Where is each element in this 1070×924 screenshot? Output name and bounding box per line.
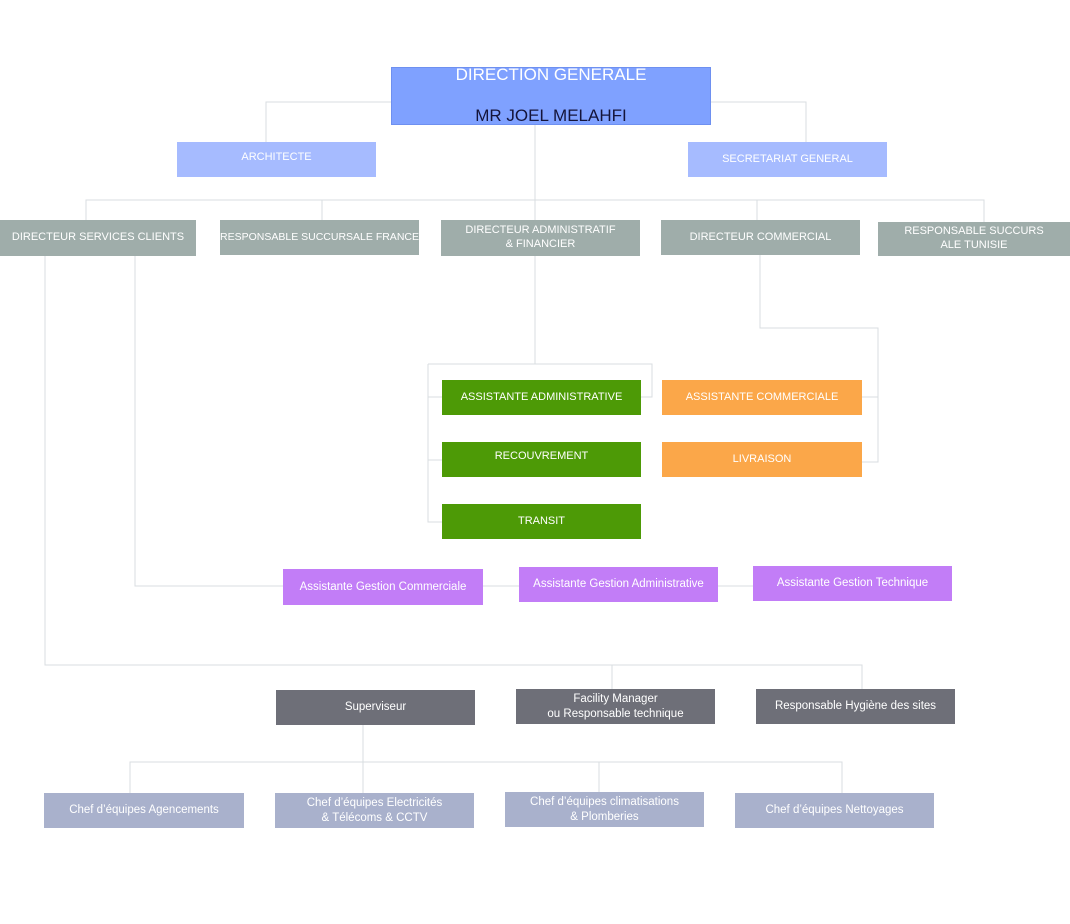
directeur-administratif-financier-box: DIRECTEUR ADMINISTRATIF & FINANCIER bbox=[441, 220, 640, 256]
recouvrement-box: RECOUVREMENT bbox=[442, 442, 641, 477]
directeur-commercial-box: DIRECTEUR COMMERCIAL bbox=[661, 220, 860, 255]
superviseur-box: Superviseur bbox=[276, 690, 475, 725]
responsable-hygiene-box: Responsable Hygiène des sites bbox=[756, 689, 955, 724]
assistante-gestion-commerciale-box: Assistante Gestion Commerciale bbox=[283, 569, 483, 605]
directeur-services-clients-box: DIRECTEUR SERVICES CLIENTS bbox=[0, 220, 196, 256]
assistante-commerciale-box: ASSISTANTE COMMERCIALE bbox=[662, 380, 862, 415]
secretariat-general-box: SECRETARIAT GENERAL bbox=[688, 142, 887, 177]
livraison-box: LIVRAISON bbox=[662, 442, 862, 477]
chef-equipes-climatisations-box: Chef d’équipes climatisations & Plomberi… bbox=[505, 792, 704, 827]
direction-generale-title: DIRECTION GENERALE bbox=[455, 65, 647, 85]
chef-equipes-electricites-box: Chef d’équipes Electricités & Télécoms &… bbox=[275, 793, 474, 828]
transit-box: TRANSIT bbox=[442, 504, 641, 539]
architecte-box: ARCHITECTE bbox=[177, 142, 376, 177]
direction-generale-box: DIRECTION GENERALE MR JOEL MELAHFI bbox=[391, 65, 711, 126]
chef-equipes-agencements-box: Chef d’équipes Agencements bbox=[44, 793, 244, 828]
assistante-gestion-technique-box: Assistante Gestion Technique bbox=[753, 566, 952, 601]
director-name: MR JOEL MELAHFI bbox=[475, 106, 627, 126]
responsable-succursale-tunisie-box: RESPONSABLE SUCCURS ALE TUNISIE bbox=[878, 222, 1070, 256]
responsable-succursale-france-box: RESPONSABLE SUCCURSALE FRANCE bbox=[220, 220, 419, 255]
chef-equipes-nettoyages-box: Chef d’équipes Nettoyages bbox=[735, 793, 934, 828]
assistante-gestion-administrative-box: Assistante Gestion Administrative bbox=[519, 567, 718, 602]
facility-manager-box: Facility Manager ou Responsable techniqu… bbox=[516, 689, 715, 724]
assistante-administrative-box: ASSISTANTE ADMINISTRATIVE bbox=[442, 380, 641, 415]
